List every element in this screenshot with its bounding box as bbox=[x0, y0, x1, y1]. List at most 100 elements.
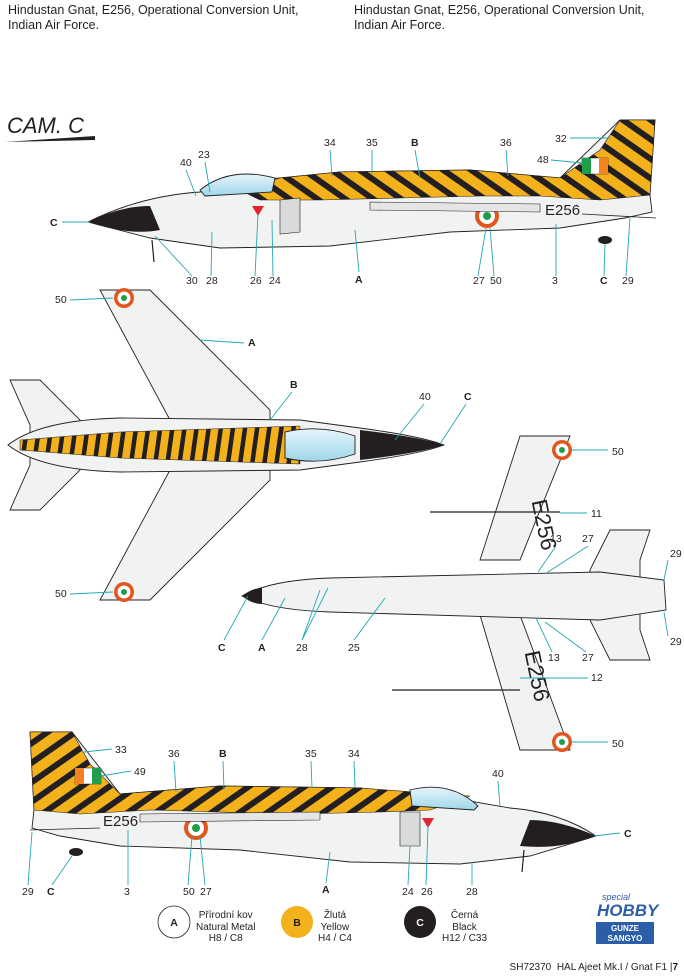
callout: 3 bbox=[124, 886, 130, 898]
callout: 36 bbox=[168, 748, 180, 760]
callout: 35 bbox=[305, 748, 317, 760]
callout: 24 bbox=[402, 886, 414, 898]
footer-code: SH72370 bbox=[509, 962, 552, 973]
bottom-view: E256 E256 bbox=[241, 435, 667, 752]
callout: C bbox=[47, 886, 55, 898]
brand-main: HOBBY bbox=[597, 901, 660, 920]
callout: 28 bbox=[296, 642, 308, 654]
swatch-b-letter: B bbox=[293, 917, 301, 929]
callout: 13 bbox=[550, 533, 562, 545]
callout: 50 bbox=[612, 738, 624, 750]
header-right-line-1: Hindustan Gnat, E256, Operational Conver… bbox=[354, 3, 645, 17]
special-hobby-logo: special HOBBY GUNZE SANGYO bbox=[596, 892, 660, 944]
callout: 11 bbox=[591, 508, 602, 520]
callout: 27 bbox=[582, 652, 594, 664]
callout: 28 bbox=[206, 275, 218, 287]
serial-side-2: E256 bbox=[103, 813, 138, 830]
callout: 27 bbox=[200, 886, 212, 898]
legend-a-en: Natural Metal bbox=[196, 921, 256, 933]
callout: 40 bbox=[492, 768, 504, 780]
title-underline bbox=[5, 136, 95, 142]
callout: C bbox=[50, 217, 58, 229]
callout: 23 bbox=[198, 149, 210, 161]
gunze-badge bbox=[596, 922, 654, 944]
swatch-a bbox=[157, 905, 191, 939]
callout: 29 bbox=[670, 548, 682, 560]
swatch-c-letter: C bbox=[416, 917, 424, 929]
legend-b: Žlutá Yellow H4 / C4 bbox=[318, 910, 352, 945]
callout: 29 bbox=[670, 636, 682, 648]
header-left-line-1: Hindustan Gnat, E256, Operational Conver… bbox=[8, 3, 299, 17]
footer-title: HAL Ajeet Mk.I / Gnat F1 bbox=[556, 962, 668, 973]
callout: 27 bbox=[582, 533, 594, 545]
callout: 29 bbox=[22, 886, 34, 898]
callout: B bbox=[411, 137, 419, 149]
callout: A bbox=[248, 337, 256, 349]
callout: 26 bbox=[421, 886, 433, 898]
callout: B bbox=[219, 748, 227, 760]
header-left-line-2: Indian Air Force. bbox=[8, 18, 100, 32]
callout: 34 bbox=[348, 748, 360, 760]
legend-b-code: H4 / C4 bbox=[318, 933, 352, 944]
legend-c-en: Black bbox=[452, 921, 477, 933]
callout: A bbox=[322, 884, 330, 896]
bottom-view-callouts: 50 11 13 27 29 29 C A 28 25 13 27 12 50 bbox=[218, 446, 682, 750]
callout: 50 bbox=[490, 275, 502, 287]
callout: 27 bbox=[473, 275, 485, 287]
callout: B bbox=[290, 379, 298, 391]
callout: 40 bbox=[180, 157, 192, 169]
callout: 30 bbox=[186, 275, 198, 287]
callout: 36 bbox=[500, 137, 512, 149]
callout: 50 bbox=[55, 294, 67, 306]
serial-side-1: E256 bbox=[545, 202, 580, 219]
legend-c: Černá Black H12 / C33 bbox=[442, 910, 487, 945]
side-view-left: E256 bbox=[86, 119, 657, 263]
callout: 26 bbox=[250, 275, 262, 287]
legend-b-en: Yellow bbox=[320, 921, 350, 933]
legend-b-cz: Žlutá bbox=[323, 910, 347, 921]
callout: 40 bbox=[419, 391, 431, 403]
header-right: Hindustan Gnat, E256, Operational Conver… bbox=[354, 3, 644, 33]
legend-a-cz: Přírodní kov bbox=[198, 910, 253, 921]
callout: 29 bbox=[622, 275, 634, 287]
callout: 12 bbox=[591, 672, 603, 684]
callout: C bbox=[464, 391, 472, 403]
callout: 25 bbox=[348, 642, 360, 654]
callout: A bbox=[355, 274, 363, 286]
paint-legend-swatches: A B C bbox=[157, 905, 436, 939]
callout: 50 bbox=[612, 446, 624, 458]
swatch-a-letter: A bbox=[170, 917, 178, 929]
footer: SH72370 HAL Ajeet Mk.I / Gnat F1 |7 bbox=[509, 962, 678, 973]
side-view-right-callouts: 33 36 B 35 34 49 40 C 29 C 3 50 27 A 24 … bbox=[22, 744, 632, 898]
callout: 33 bbox=[115, 744, 127, 756]
callout: A bbox=[258, 642, 266, 654]
legend-c-cz: Černá bbox=[450, 910, 479, 921]
callout: 48 bbox=[537, 154, 549, 166]
callout: 50 bbox=[55, 588, 67, 600]
brand-top: special bbox=[602, 892, 631, 902]
callout: 49 bbox=[134, 766, 146, 778]
header-right-line-2: Indian Air Force. bbox=[354, 18, 446, 32]
top-view-callouts: 50 A B 40 C 50 bbox=[55, 294, 472, 600]
callout: 24 bbox=[269, 275, 281, 287]
callout: C bbox=[218, 642, 226, 654]
swatch-b bbox=[281, 906, 313, 938]
callout: 32 bbox=[555, 133, 567, 145]
page-number: 7 bbox=[672, 962, 678, 973]
legend-c-code: H12 / C33 bbox=[442, 933, 488, 944]
callout: 35 bbox=[366, 137, 378, 149]
callout: C bbox=[624, 828, 632, 840]
side-view-left-callouts: 40 23 34 35 B 36 32 48 C 30 28 26 24 A 2… bbox=[50, 133, 634, 287]
callout: 50 bbox=[183, 886, 195, 898]
camo-title: CAM. C bbox=[7, 113, 84, 138]
legend-a-code: H8 / C8 bbox=[208, 933, 243, 944]
callout: 13 bbox=[548, 652, 560, 664]
side-view-right: E256 bbox=[29, 731, 598, 873]
legend-a: Přírodní kov Natural Metal H8 / C8 bbox=[196, 910, 255, 945]
callout: 34 bbox=[324, 137, 336, 149]
top-view bbox=[7, 288, 446, 602]
header-left: Hindustan Gnat, E256, Operational Conver… bbox=[8, 3, 298, 33]
brand-sub2: SANGYO bbox=[608, 934, 643, 943]
callout: C bbox=[600, 275, 608, 287]
